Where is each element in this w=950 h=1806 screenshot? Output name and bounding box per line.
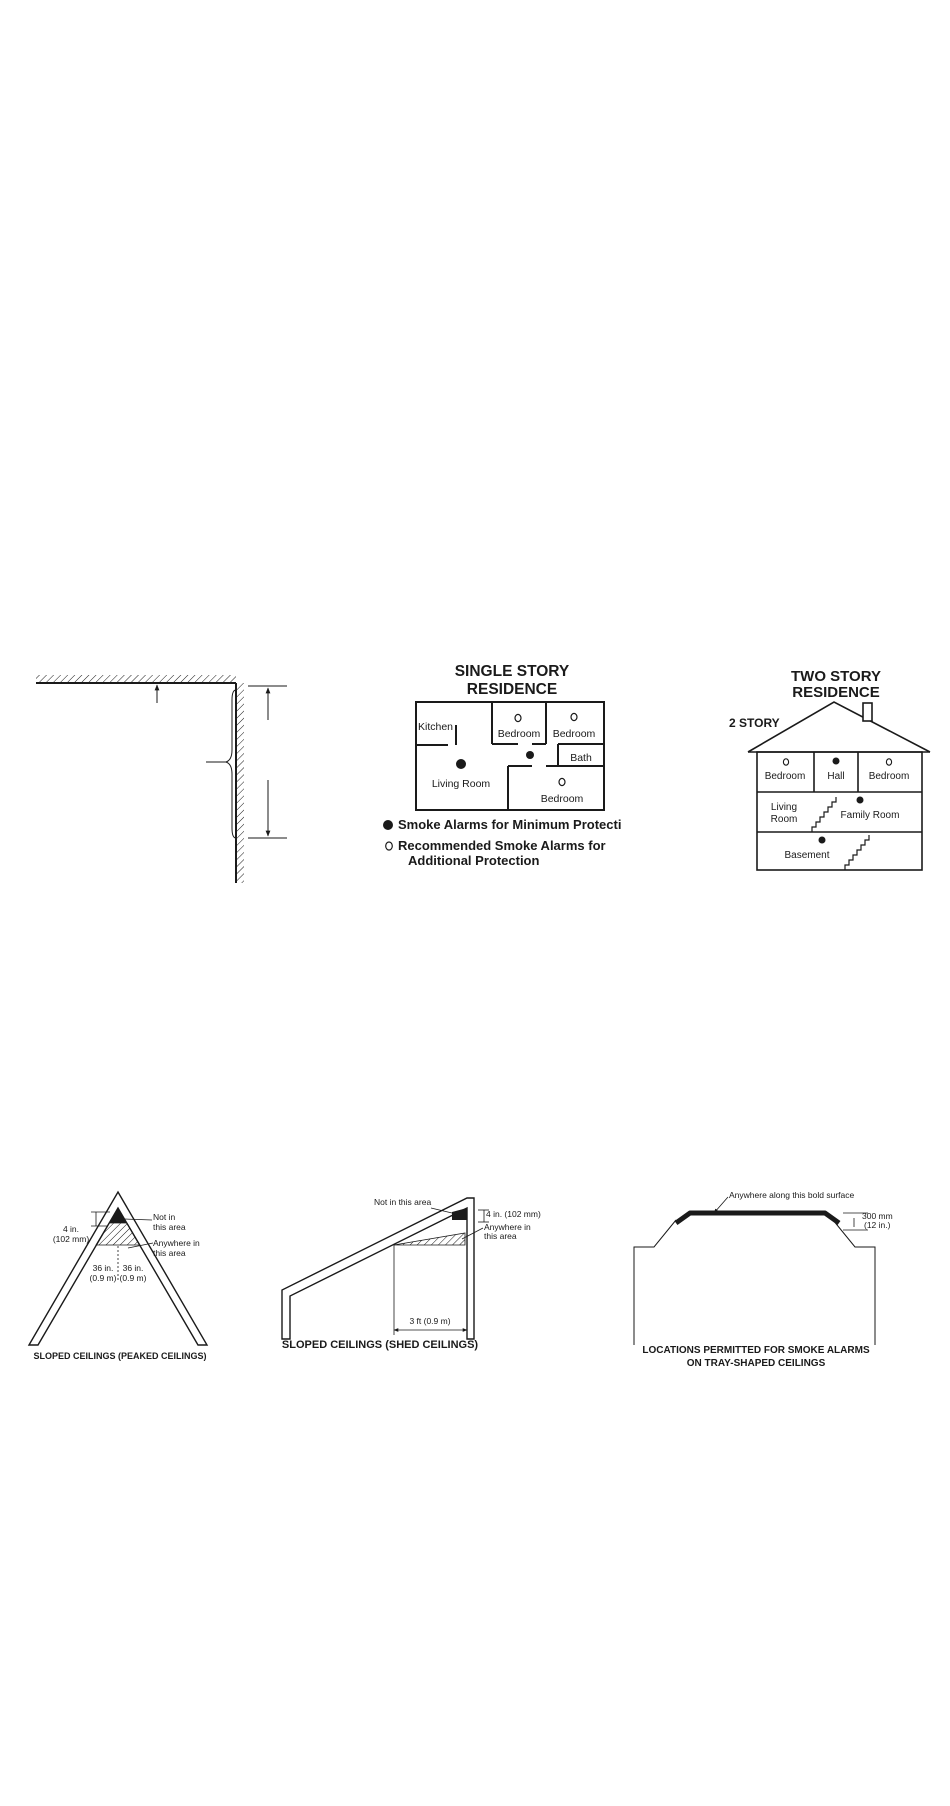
chimney: [862, 702, 873, 722]
wall-brace: [224, 689, 237, 839]
wall-ceiling-diagram: [36, 675, 287, 883]
shed-any-label-2: this area: [484, 1231, 517, 1241]
house-body: [756, 751, 923, 871]
room-hall: Hall: [827, 771, 844, 782]
rec-alarm-bedroom-right: [885, 758, 893, 766]
min-alarm-hall: [832, 757, 840, 765]
shed-caption: SLOPED CEILINGS (SHED CEILINGS): [282, 1339, 479, 1351]
shed-permitted-area: [393, 1232, 466, 1246]
rec-alarm-bedroom-left: [782, 758, 790, 766]
two-story-diagram: TWO STORY RESIDENCE 2 STORY Bedroom Hall…: [729, 668, 931, 871]
peaked-caption: SLOPED CEILINGS (PEAKED CEILINGS): [33, 1351, 206, 1361]
two-story-title-1: TWO STORY: [791, 668, 881, 685]
stairs-upper: [811, 797, 837, 832]
peaked-not-label-1: Not in: [153, 1212, 175, 1222]
peaked-any-leader: [127, 1242, 154, 1249]
shed-not-leader: [430, 1207, 453, 1214]
single-story-floorplan: [415, 701, 605, 811]
shed-any-leader: [461, 1227, 484, 1240]
room-bedroom-3: Bedroom: [541, 793, 584, 805]
legend-min-label: Smoke Alarms for Minimum Protecti: [398, 817, 621, 832]
peaked-ceiling-diagram: Not in this area 4 in. (102 mm) Anywhere…: [27, 1190, 209, 1361]
tray-dim-label-1: 300 mm: [862, 1211, 893, 1221]
rec-alarm-bedroom-1: [514, 713, 522, 723]
stairs-lower: [844, 835, 870, 870]
legend-rec-marker: [385, 841, 393, 851]
peaked-not-area: [109, 1208, 127, 1223]
tray-ceiling-diagram: Anywhere along this bold surface 300 mm …: [633, 1190, 893, 1369]
legend-min-marker: [383, 820, 393, 830]
floorplan-outline: [415, 701, 605, 811]
room-living-2: Room: [771, 814, 798, 825]
tray-note-leader: [713, 1196, 729, 1214]
peaked-not-label-2: this area: [153, 1222, 186, 1232]
shed-dim-label: 4 in. (102 mm): [486, 1209, 541, 1219]
peaked-right-dim-2: (0.9 m): [120, 1273, 147, 1283]
single-story-diagram: SINGLE STORY RESIDENCE Kitchen Bedroom B…: [383, 663, 621, 868]
min-alarm-basement: [818, 836, 826, 844]
peaked-frame: [27, 1190, 209, 1346]
single-story-legend: Smoke Alarms for Minimum Protecti Recomm…: [383, 817, 621, 868]
tray-right-wall: [832, 1219, 876, 1345]
room-bedroom-left: Bedroom: [765, 771, 806, 782]
ceiling-hatch: [36, 675, 236, 683]
rec-alarm-bedroom-2: [570, 712, 578, 722]
single-story-title-2: RESIDENCE: [467, 681, 557, 698]
room-bath: Bath: [570, 752, 592, 764]
rec-alarm-bedroom-3: [558, 777, 566, 787]
room-living: Living Room: [432, 778, 491, 790]
single-story-alarms: [456, 712, 578, 787]
tray-bold-surface: [674, 1210, 841, 1226]
tray-note: Anywhere along this bold surface: [729, 1190, 854, 1200]
peaked-dim-label-1: 4 in.: [63, 1224, 79, 1234]
room-bedroom-1: Bedroom: [498, 728, 541, 740]
wall-hatch: [236, 683, 244, 883]
tray-dim-label-2: (12 in.): [864, 1220, 891, 1230]
peaked-any-label-1: Anywhere in: [153, 1238, 200, 1248]
shed-ceiling-diagram: Not in this area 4 in. (102 mm) Anywhere…: [281, 1197, 541, 1351]
min-alarm-hall: [526, 751, 534, 759]
shed-bottom-label: 3 ft (0.9 m): [409, 1316, 450, 1326]
min-alarm-family: [856, 796, 864, 804]
shed-not-area: [452, 1208, 467, 1220]
legend-rec-label-2: Additional Protection: [408, 853, 540, 868]
legend-rec-label-1: Recommended Smoke Alarms for: [398, 838, 606, 853]
room-kitchen: Kitchen: [418, 721, 453, 733]
two-story-house: [747, 701, 931, 871]
shed-any-label-1: Anywhere in: [484, 1222, 531, 1232]
shed-not-label: Not in this area: [374, 1197, 431, 1207]
peaked-dim-label-2: (102 mm): [53, 1234, 90, 1244]
peaked-any-label-2: this area: [153, 1248, 186, 1258]
room-basement: Basement: [784, 850, 829, 861]
two-story-label: 2 STORY: [729, 716, 780, 730]
tray-caption-2: ON TRAY-SHAPED CEILINGS: [687, 1358, 826, 1369]
roof: [747, 701, 931, 753]
two-story-title-2: RESIDENCE: [792, 684, 880, 701]
single-story-title-1: SINGLE STORY: [455, 663, 570, 680]
min-alarm-living: [456, 759, 466, 769]
two-story-alarms: [782, 757, 893, 844]
room-family: Family Room: [841, 810, 900, 821]
peaked-not-leader: [123, 1218, 153, 1221]
room-living-1: Living: [771, 802, 797, 813]
peaked-outline: [27, 1190, 209, 1346]
peaked-left-dim-1: 36 in.: [93, 1263, 114, 1273]
peaked-left-dim-2: (0.9 m): [90, 1273, 117, 1283]
tray-caption-1: LOCATIONS PERMITTED FOR SMOKE ALARMS: [642, 1345, 870, 1356]
room-bedroom-right: Bedroom: [869, 771, 910, 782]
room-bedroom-2: Bedroom: [553, 728, 596, 740]
tray-left-wall: [633, 1219, 677, 1345]
peaked-right-dim-1: 36 in.: [123, 1263, 144, 1273]
